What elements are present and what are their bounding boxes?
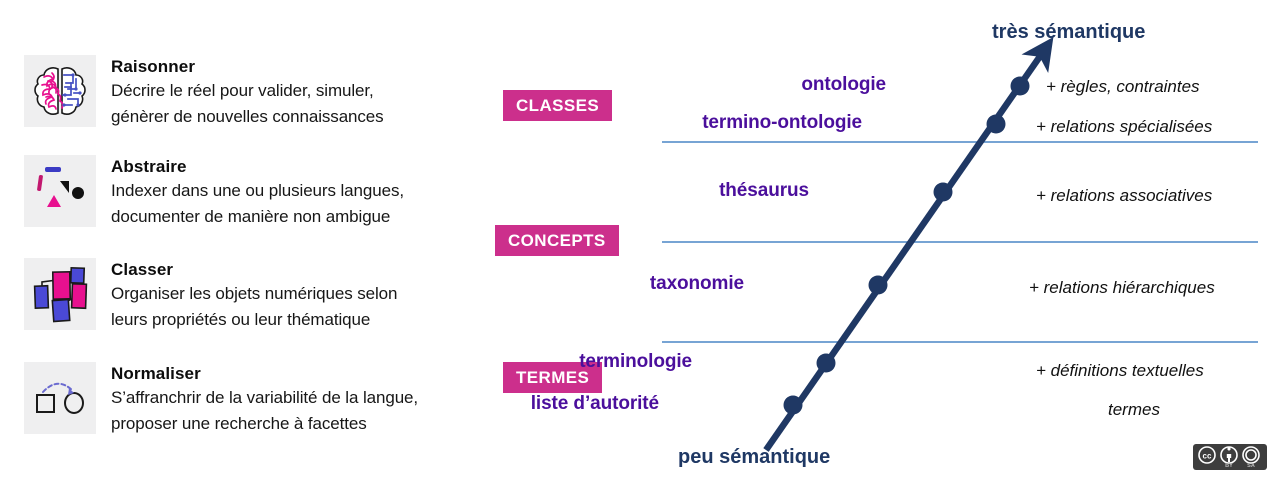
pole-label-bottom: peu sémantique [678,446,831,468]
node-dot-terminologie [816,353,836,373]
annotation-termes: termes [1108,400,1160,419]
annotation-regles-contraintes: + règles, contraintes [1046,77,1200,96]
feature-description: Décrire le réel pour valider, simuler, g… [111,81,384,126]
feature-text-block: Raisonner Décrire le réel pour valider, … [111,55,384,130]
abstract-shapes-icon [24,155,96,227]
feature-title: Raisonner [111,57,196,76]
feature-text-block: Abstraire Indexer dans une ou plusieurs … [111,155,404,230]
svg-text:cc: cc [1203,452,1212,461]
feature-title: Normaliser [111,364,201,383]
node-label-terminologie: terminologie [579,351,692,372]
annotation-relations-specialisees: + relations spécialisées [1036,117,1213,136]
category-badge-termes: TERMES [503,362,603,393]
feature-description: Organiser les objets numériques selon le… [111,284,398,329]
cc-sa-text: SA [1247,463,1255,468]
annotation-relations-associatives: + relations associatives [1036,186,1213,205]
category-badge-classes: CLASSES [503,90,613,121]
node-dot-taxonomie [868,275,888,295]
feature-item-normaliser: Normaliser S’affranchrir de la variabili… [24,362,418,437]
feature-title: Abstraire [111,157,187,176]
badge-label: TERMES [516,367,590,387]
feature-title: Classer [111,260,174,279]
badge-label: CONCEPTS [508,230,606,250]
square-to-circle-arrow-icon [24,362,96,434]
feature-text-block: Classer Organiser les objets numériques … [111,258,398,333]
pole-label-top: très sémantique [992,21,1146,43]
node-dot-liste-autorite [783,395,803,415]
feature-text-block: Normaliser S’affranchrir de la variabili… [111,362,418,437]
feature-item-classer: Classer Organiser les objets numériques … [24,258,398,333]
badge-label: CLASSES [516,95,600,115]
node-dot-termino-ontologie [986,114,1006,134]
feature-description: Indexer dans une ou plusieurs langues, d… [111,181,404,226]
node-label-thesaurus: thésaurus [719,180,809,201]
node-label-termino-ontologie: termino-ontologie [702,112,862,133]
feature-item-abstraire: Abstraire Indexer dans une ou plusieurs … [24,155,404,230]
features-panel: Raisonner Décrire le réel pour valider, … [0,0,480,485]
category-badge-concepts: CONCEPTS [495,225,619,256]
node-dot-thesaurus [933,182,953,202]
network-nodes-icon [24,258,96,330]
brain-icon [24,55,96,127]
node-label-liste-autorite: liste d’autorité [530,393,659,414]
node-label-ontologie: ontologie [801,74,886,95]
node-label-taxonomie: taxonomie [649,273,744,294]
feature-item-raisonner: Raisonner Décrire le réel pour valider, … [24,55,384,130]
feature-description: S’affranchrir de la variabilité de la la… [111,388,419,433]
annotation-definitions-textuelles: + définitions textuelles [1036,361,1204,380]
node-dot-ontologie [1010,76,1030,96]
cc-by-text: BY [1225,463,1233,468]
cc-by-sa-badge[interactable]: cc BY SA [1193,444,1267,470]
annotation-relations-hierarchiques: + relations hiérarchiques [1029,278,1215,297]
